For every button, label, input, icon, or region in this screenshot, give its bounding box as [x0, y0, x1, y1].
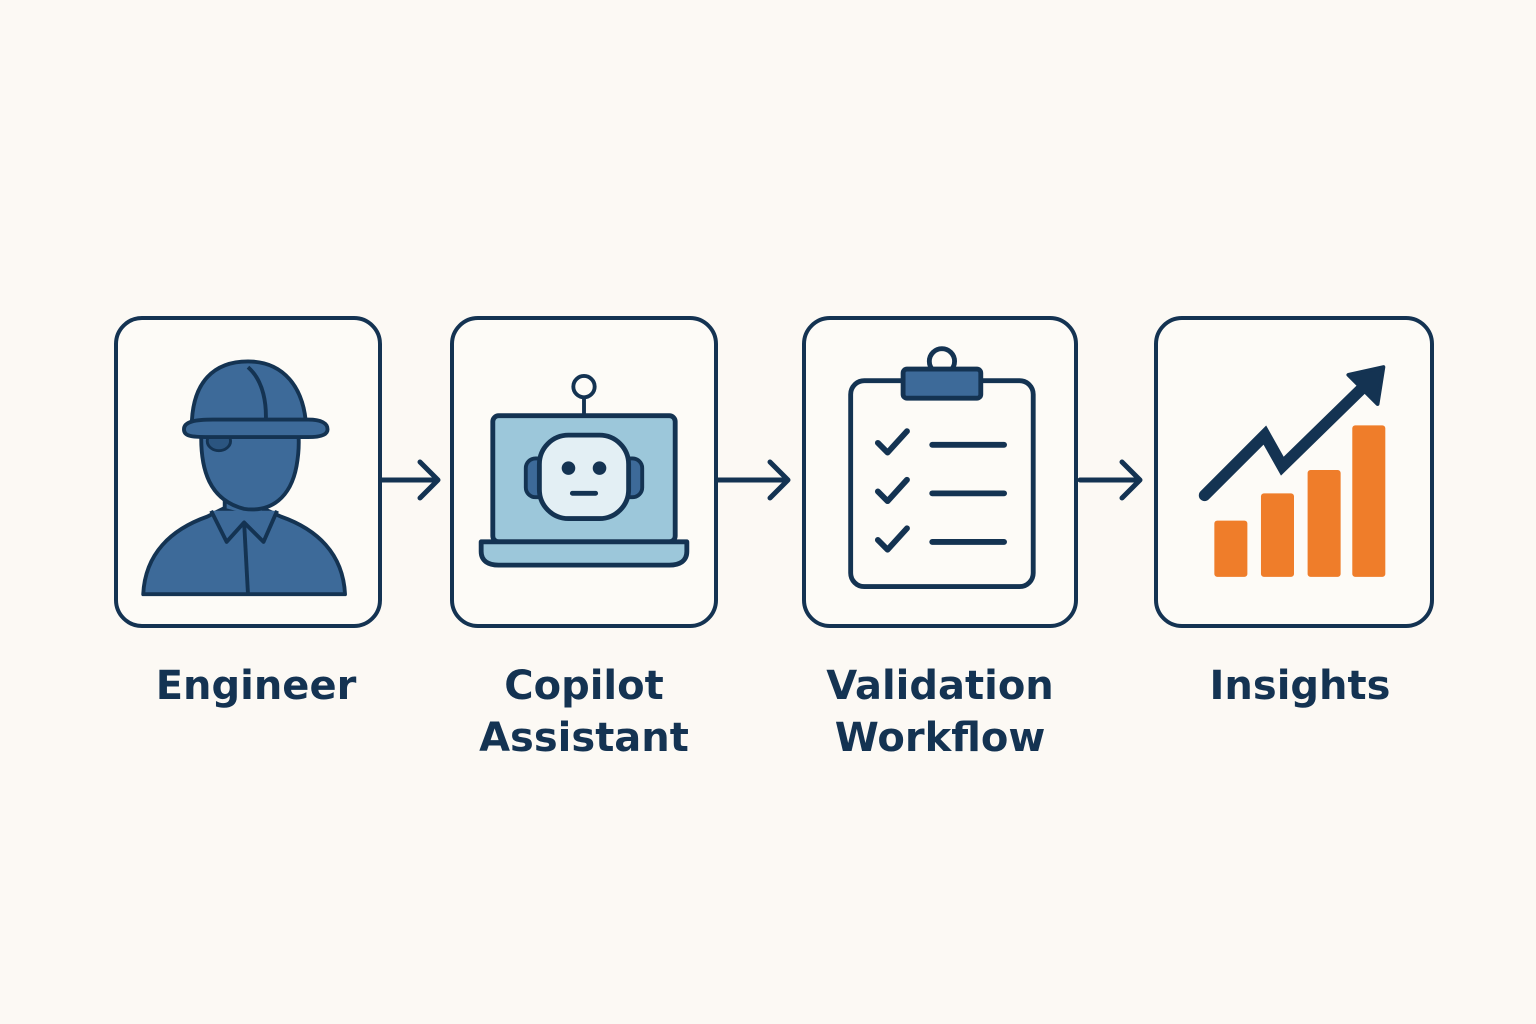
robot-laptop-icon: [478, 374, 690, 568]
label-line: Workflow: [834, 715, 1046, 761]
copilot-card: [450, 316, 718, 628]
validation-card: [802, 316, 1078, 628]
engineer-card: [114, 316, 382, 628]
step-label-copilot: Copilot Assistant: [424, 660, 744, 764]
label-line: Copilot: [504, 663, 664, 709]
clipboard-checklist-icon: [848, 346, 1036, 590]
step-label-engineer: Engineer: [96, 660, 416, 712]
insights-card: [1154, 316, 1434, 628]
label-line: Validation: [826, 663, 1054, 709]
arrow-right-icon: [716, 459, 791, 501]
step-label-validation: Validation Workflow: [780, 660, 1100, 764]
label-line: Assistant: [479, 715, 689, 761]
arrow-right-icon: [1078, 459, 1143, 501]
label-line: Insights: [1209, 663, 1391, 709]
arrow-right-icon: [380, 459, 441, 501]
engineer-hard-hat-icon: [141, 359, 347, 597]
step-label-insights: Insights: [1140, 660, 1460, 712]
growth-chart-icon: [1198, 365, 1386, 577]
label-line: Engineer: [155, 663, 357, 709]
